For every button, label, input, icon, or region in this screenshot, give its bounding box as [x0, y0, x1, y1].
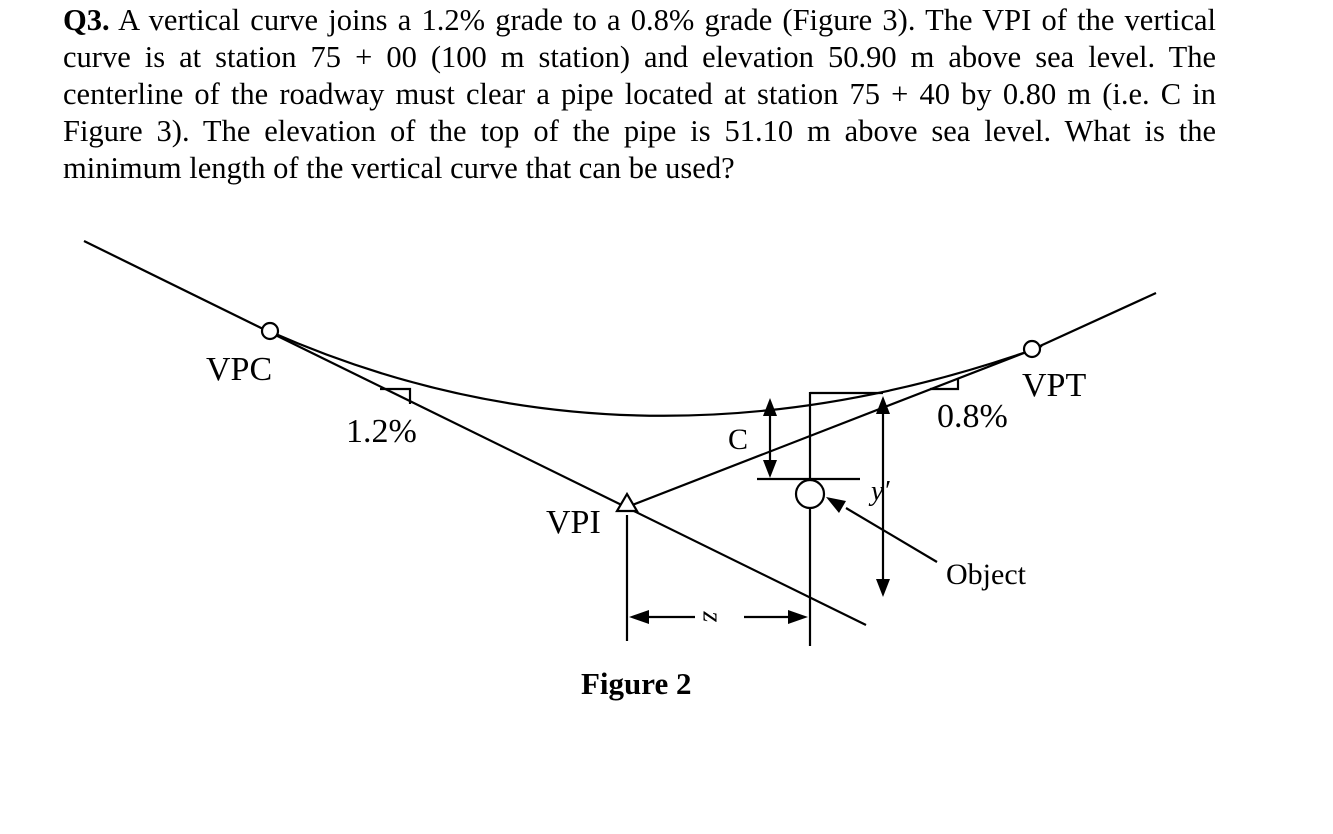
vpc-label: VPC: [206, 351, 272, 388]
vpt-label: VPT: [1022, 367, 1086, 404]
pipe-object: [794, 478, 826, 510]
grade-line-left: [83, 240, 867, 626]
arrowheads: [629, 396, 890, 624]
markers: [260, 321, 1042, 513]
distance-arrow-right: [788, 610, 808, 624]
question-number: Q3.: [63, 3, 110, 37]
object-leader: [845, 507, 938, 563]
clearance-arrow-up: [763, 398, 777, 416]
grade-right-label: 0.8%: [937, 398, 1008, 435]
vpi-marker: [615, 491, 639, 513]
offset-label: y′: [868, 476, 890, 507]
vpi-label: VPI: [546, 504, 601, 541]
clearance-arrow-down: [763, 460, 777, 478]
vpc-marker: [260, 321, 280, 341]
question-body: A vertical curve joins a 1.2% grade to a…: [63, 3, 1216, 185]
distance-label: z: [697, 611, 728, 623]
object-label: Object: [946, 558, 1027, 591]
distance-arrow-left: [629, 610, 649, 624]
offset-arrow-up: [876, 396, 890, 414]
tangent-extension-right: [1039, 291, 1157, 348]
slope-indicator-left: [380, 387, 412, 404]
question-text: Q3. A vertical curve joins a 1.2% grade …: [63, 2, 1216, 187]
grade-left-label: 1.2%: [346, 413, 417, 450]
vertical-curve: [270, 330, 1033, 417]
grade-line-right: [626, 344, 1043, 509]
slope-indicator-right: [930, 378, 960, 391]
offset-arrow-down: [876, 579, 890, 597]
figure-lines: [83, 240, 1157, 646]
clearance-label: C: [728, 423, 748, 456]
vpt-marker: [1022, 339, 1042, 359]
figure-caption: Figure 2: [581, 666, 692, 701]
object-leader-arrow: [826, 497, 846, 513]
